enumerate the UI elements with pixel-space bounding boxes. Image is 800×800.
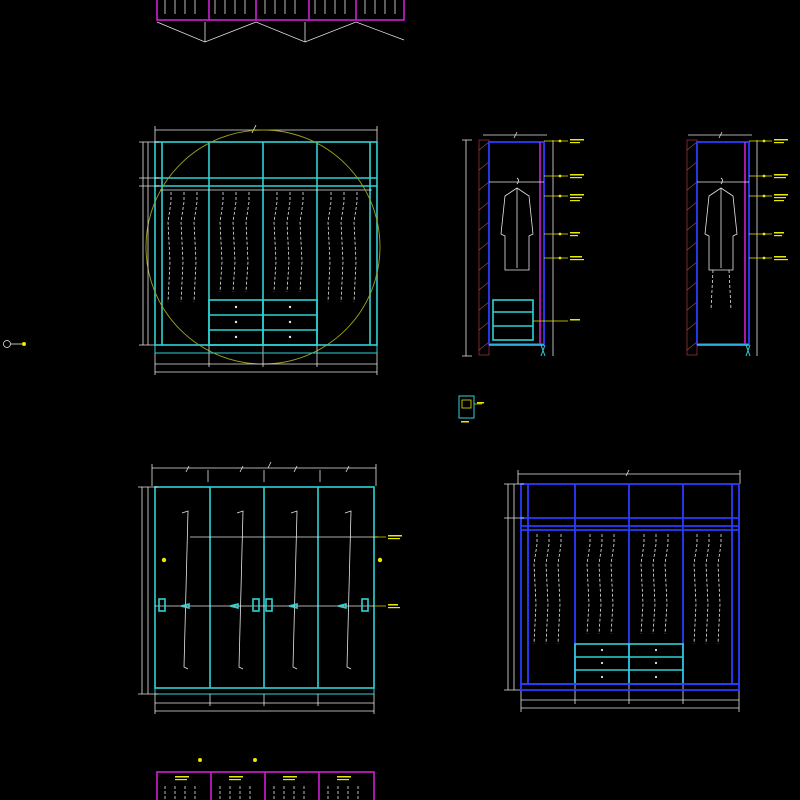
elevation-closed-doors: [138, 461, 402, 714]
section-a: [462, 131, 584, 357]
top-plan-partial: [156, 0, 405, 43]
key-icon: [3, 340, 26, 348]
elevation-open-blue: [504, 469, 741, 712]
garments-group: [167, 192, 358, 303]
section-b: [686, 131, 788, 357]
coat-drawing: [500, 177, 534, 271]
legend-symbol-icon: [458, 395, 484, 423]
annotations-b: [749, 139, 788, 261]
bottom-plan-partial: [156, 758, 375, 800]
elevation-open-with-circle: [139, 124, 381, 375]
annotations-a: [533, 139, 584, 322]
door-handles: [158, 598, 369, 612]
